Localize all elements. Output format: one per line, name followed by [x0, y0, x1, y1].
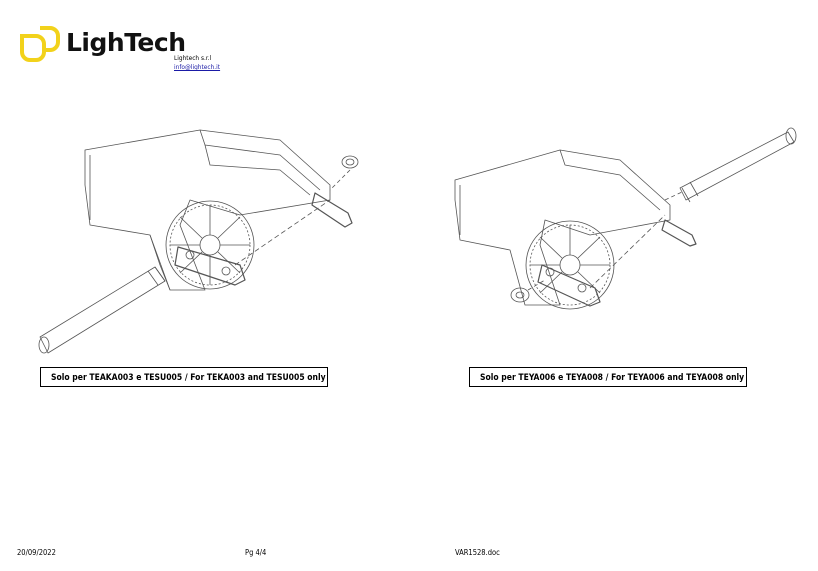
swingarm-drawing-right [454, 127, 797, 310]
lightech-logo: LighTech [18, 26, 186, 62]
footer-page-number: Pg 4/4 [245, 548, 267, 557]
footer-date: 20/09/2022 [17, 548, 56, 557]
company-name: Lightech s.r.l [174, 54, 212, 62]
figure-caption-right: Solo per TEYA006 e TEYA008 / For TEYA006… [469, 367, 747, 387]
footer-filename: VAR1528.doc [455, 548, 500, 557]
logo-text: LighTech [66, 28, 186, 57]
swingarm-drawing-left [38, 129, 359, 354]
figure-caption-left: Solo per TEAKA003 e TESU005 / For TEKA00… [40, 367, 328, 387]
logo-mark-icon [20, 26, 60, 62]
company-info: Lightech s.r.l info@lightech.it [174, 54, 220, 72]
email-link[interactable]: info@lightech.it [174, 63, 221, 71]
